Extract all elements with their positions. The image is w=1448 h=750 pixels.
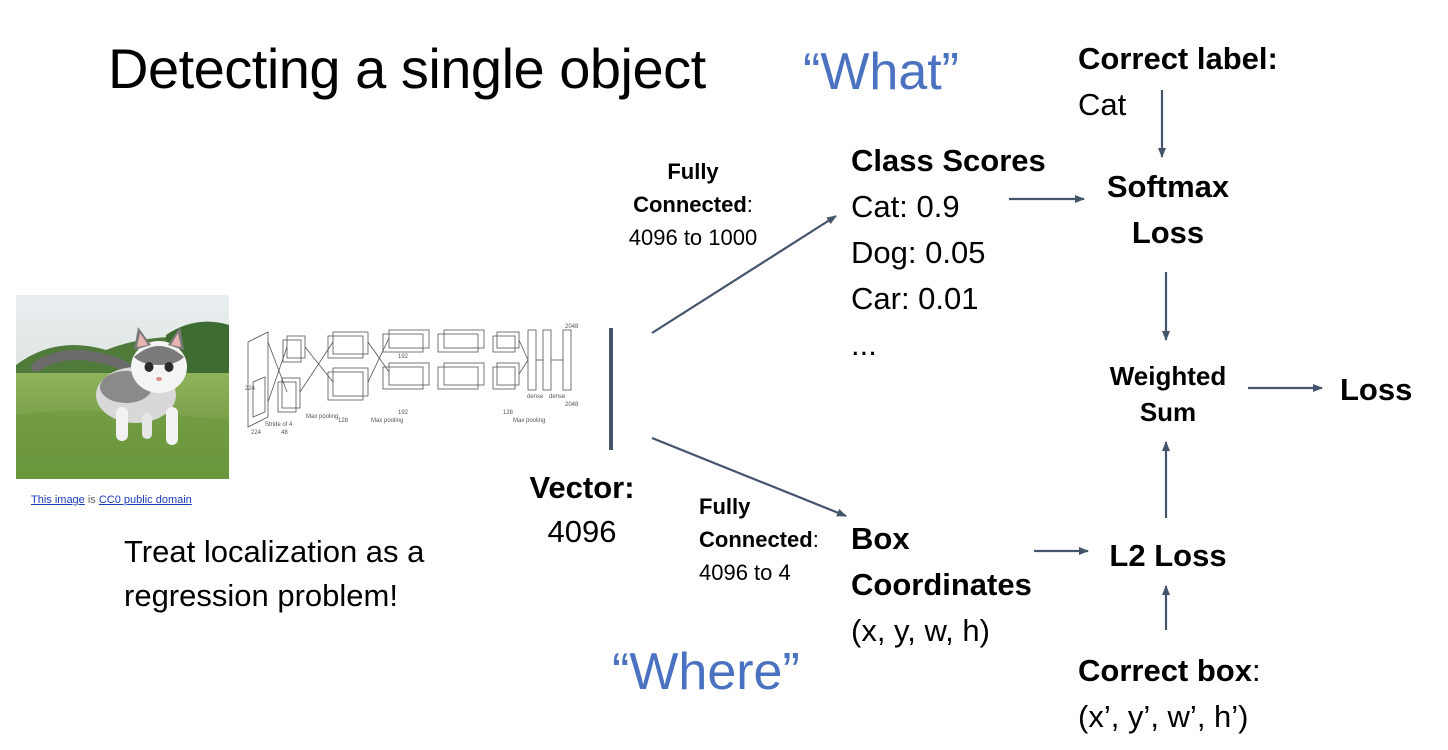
cnn-label: Max pooling [513, 418, 545, 424]
fc-top-label: Fully Connected: 4096 to 1000 [612, 155, 774, 254]
cnn-label: 2048 [565, 402, 579, 408]
fc-top-line3: 4096 to 1000 [628, 225, 758, 250]
fc-bottom-line1: Fully [699, 494, 751, 519]
cnn-label: 224 [245, 386, 256, 392]
l2-loss: L2 Loss [1109, 538, 1227, 573]
vector-block: Vector: 4096 [522, 466, 642, 554]
softmax-loss: Softmax Loss [1088, 164, 1248, 256]
vector-value: 4096 [547, 514, 617, 549]
fc-top-line2: Connected [633, 192, 747, 217]
cat-photo [16, 295, 229, 479]
what-label: “What” [803, 43, 959, 101]
vector-heading: Vector: [529, 470, 635, 505]
box-coordinates: Box Coordinates (x, y, w, h) [851, 516, 1032, 654]
class-score-item: Cat: 0.9 [851, 189, 960, 224]
correct-box-value: (x’, y’, w’, h’) [1078, 699, 1249, 734]
cnn-label: dense [527, 394, 544, 400]
class-scores: Class Scores Cat: 0.9 Dog: 0.05 Car: 0.0… [851, 138, 1046, 368]
cnn-label: 48 [281, 430, 288, 436]
cnn-label: Max pooling [306, 414, 338, 420]
weighted-sum-line2: Sum [1139, 397, 1197, 427]
softmax-line2: Loss [1131, 215, 1205, 250]
correct-label: Correct label: Cat [1078, 36, 1278, 128]
cnn-label: Stride of 4 [265, 422, 293, 428]
cnn-label: 128 [338, 418, 349, 424]
slide-title: Detecting a single object [108, 37, 706, 100]
arrow-to-box [651, 436, 847, 518]
box-line2: Coordinates [851, 567, 1032, 602]
image-link[interactable]: This image [31, 494, 85, 506]
cnn-label: 224 [251, 430, 262, 436]
credit-mid: is [84, 494, 99, 506]
cnn-label: Max pooling [371, 418, 403, 424]
loss-output: Loss [1340, 372, 1413, 407]
cnn-label: 2048 [565, 324, 579, 330]
cnn-label: dense [549, 394, 566, 400]
fc-bottom-colon: : [812, 527, 819, 552]
fc-bottom-line3: 4096 to 4 [699, 560, 791, 585]
box-line1: Box [851, 521, 910, 556]
correct-box-colon: : [1251, 653, 1261, 688]
class-score-item: Dog: 0.05 [851, 235, 986, 270]
license-link[interactable]: CC0 public domain [98, 494, 192, 506]
cnn-label: 192 [398, 410, 409, 416]
fc-top-colon: : [746, 192, 753, 217]
fc-top-line1: Fully [667, 159, 719, 184]
class-score-item: ... [851, 327, 877, 362]
image-credit: This image is CC0 public domain [31, 494, 192, 506]
correct-box: Correct box: (x’, y’, w’, h’) [1078, 648, 1261, 740]
cnn-label: 192 [398, 354, 409, 360]
caption-line-2: regression problem! [124, 578, 398, 613]
cnn-label: 128 [503, 410, 514, 416]
weighted-sum-line1: Weighted [1109, 361, 1227, 391]
correct-label-value: Cat [1078, 87, 1127, 122]
caption: Treat localization as a regression probl… [124, 530, 424, 618]
softmax-line1: Softmax [1106, 169, 1230, 204]
box-line3: (x, y, w, h) [851, 613, 990, 648]
correct-label-heading: Correct label: [1078, 41, 1278, 76]
weighted-sum: Weighted Sum [1088, 358, 1248, 430]
class-score-item: Car: 0.01 [851, 281, 979, 316]
cnn-architecture-diagram: 224 224 Stride of 4 48 128 192 192 128 M… [243, 322, 583, 442]
fc-bottom-line2: Connected [699, 527, 813, 552]
fc-bottom-label: Fully Connected: 4096 to 4 [699, 490, 819, 589]
caption-line-1: Treat localization as a [124, 534, 425, 569]
where-label: “Where” [612, 643, 800, 701]
class-scores-heading: Class Scores [851, 143, 1046, 178]
arrow-to-class-scores [651, 215, 837, 334]
correct-box-heading: Correct box [1078, 653, 1252, 688]
